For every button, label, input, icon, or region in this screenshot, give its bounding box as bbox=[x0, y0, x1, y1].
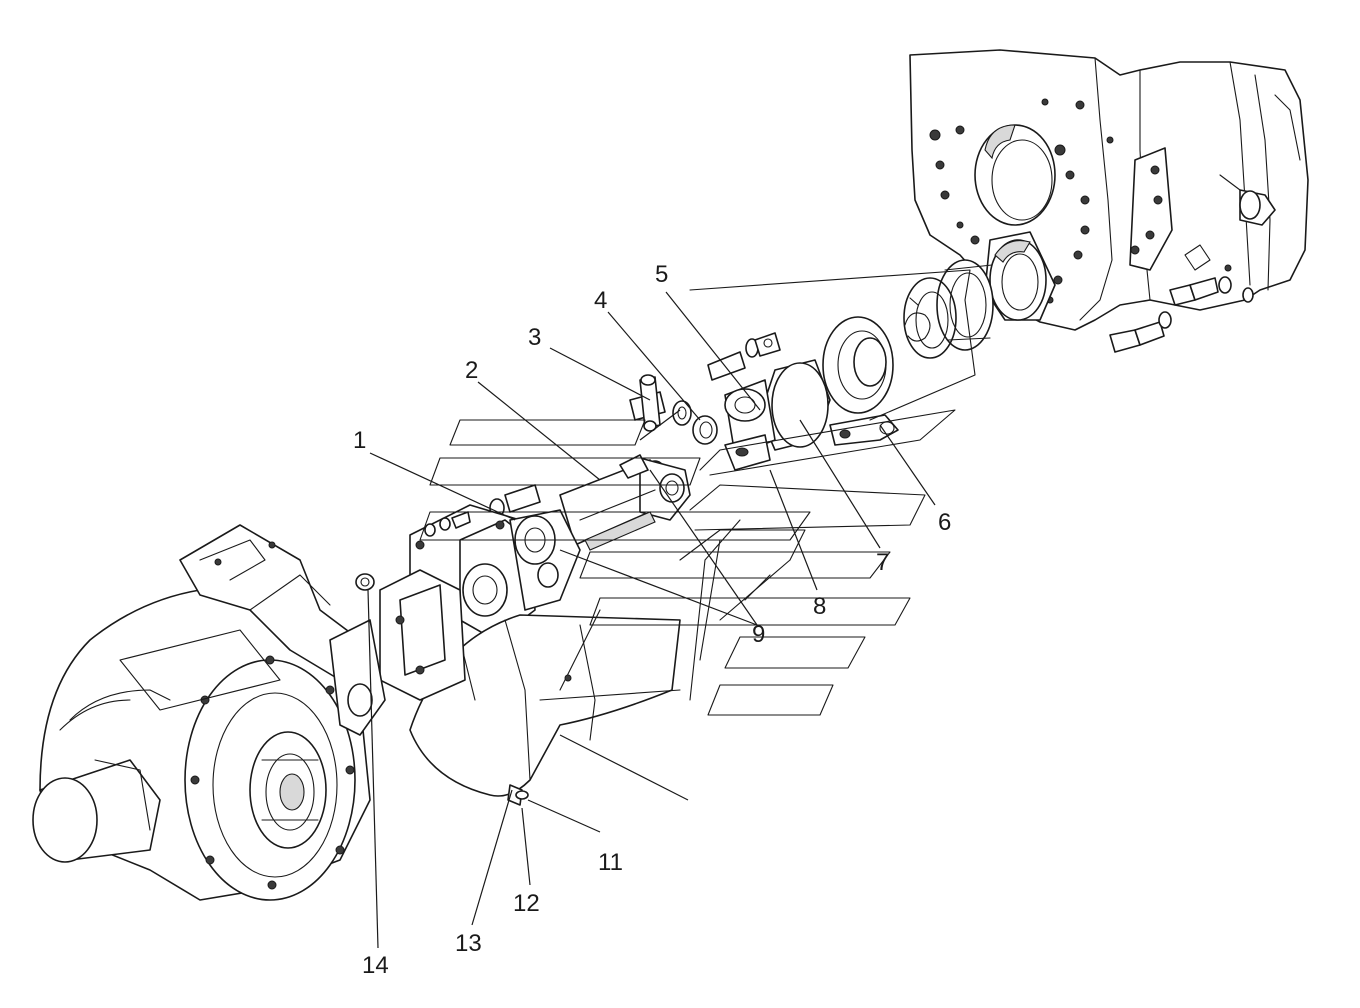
callout-1: 1 bbox=[353, 427, 366, 454]
spring-ring bbox=[904, 312, 931, 342]
callout-4: 4 bbox=[594, 287, 607, 314]
callout-2: 2 bbox=[465, 357, 478, 384]
flange-bolts bbox=[424, 511, 471, 537]
bearing-race bbox=[936, 259, 994, 351]
housing-bolts bbox=[1109, 244, 1254, 353]
callout-11: 11 bbox=[598, 849, 623, 876]
callout-3: 3 bbox=[528, 324, 541, 351]
oil-seal bbox=[822, 316, 894, 414]
needle-bearing-cups bbox=[672, 400, 718, 445]
callout-13: 13 bbox=[455, 930, 482, 957]
callout-14: 14 bbox=[362, 952, 389, 979]
shaft-guard bbox=[409, 609, 681, 797]
snap-ring bbox=[903, 277, 957, 359]
yoke-bolt-upper bbox=[707, 332, 781, 381]
callout-8: 8 bbox=[813, 593, 826, 620]
cross-spider bbox=[629, 374, 666, 432]
callout-9: 9 bbox=[752, 621, 765, 648]
axle-housing bbox=[32, 524, 386, 901]
callout-12: 12 bbox=[513, 890, 540, 917]
bearing-cup bbox=[984, 231, 1056, 321]
propeller-shaft bbox=[559, 454, 691, 551]
leader-lines bbox=[367, 291, 936, 949]
flange-yoke bbox=[724, 359, 831, 471]
callout-labels: 1 2 3 4 5 6 7 8 9 11 12 13 14 bbox=[353, 261, 951, 979]
callout-6: 6 bbox=[938, 509, 951, 536]
callout-7: 7 bbox=[876, 549, 889, 576]
label-box-group bbox=[419, 269, 976, 716]
drain-plug bbox=[1219, 174, 1276, 226]
housing-bolt-holes bbox=[929, 98, 1114, 304]
callout-5: 5 bbox=[655, 261, 668, 288]
